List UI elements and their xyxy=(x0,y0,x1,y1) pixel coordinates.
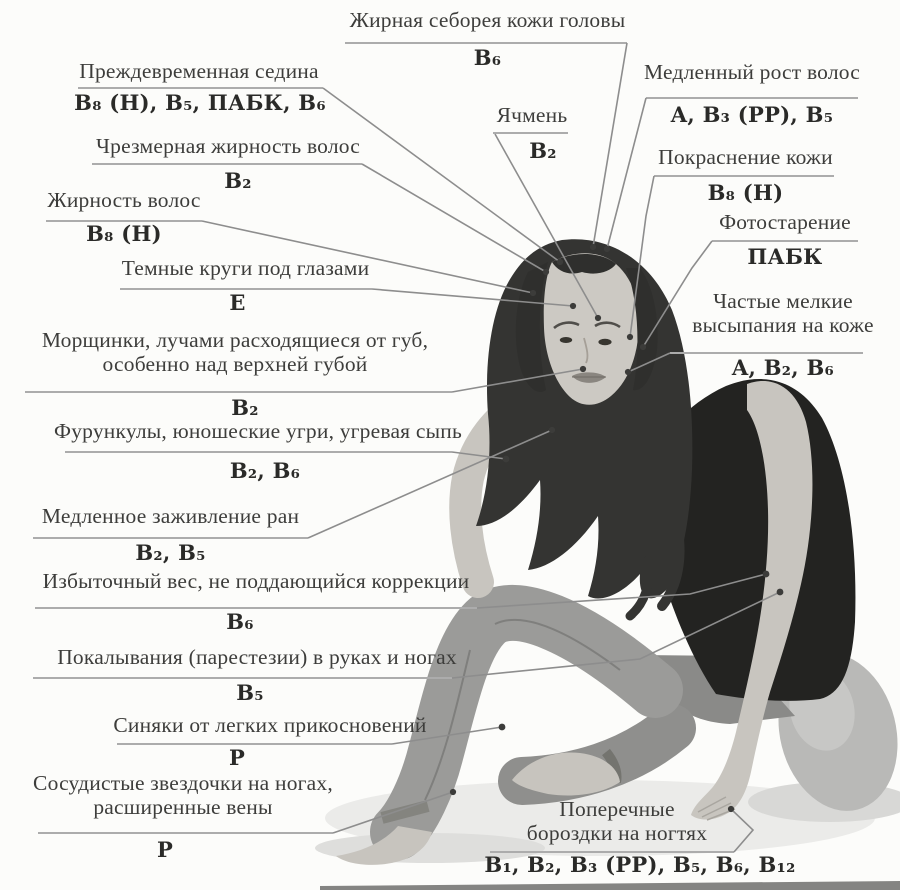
vitamins-excess-weight: B₆ xyxy=(226,609,254,634)
symptom-title-line2: расширенные вены xyxy=(93,795,273,820)
symptom-label-slow-wound-healing: Медленное заживление ран xyxy=(28,504,313,528)
vitamins-skin-redness: B₈ (H) xyxy=(707,180,784,205)
symptom-title: Покраснение кожи xyxy=(658,145,833,169)
symptom-label-paresthesia: Покалывания (парестезии) в руках и ногах xyxy=(28,645,486,669)
symptom-title: Темные круги под глазами xyxy=(121,256,370,280)
anchor-dots xyxy=(449,243,784,813)
symptom-title: Медленное заживление ран xyxy=(41,504,300,528)
symptom-title: Избыточный вес, не поддающийся коррекции xyxy=(42,569,470,593)
symptom-label-slow-hair-growth: Медленный рост волос xyxy=(636,60,868,84)
symptom-title: Частые мелкие xyxy=(713,289,853,313)
vitamins-furuncles-acne: B₂, B₆ xyxy=(229,458,301,483)
vitamins-stye: B₂ xyxy=(529,138,557,163)
figure-foot-center xyxy=(512,752,620,796)
vitamins-lip-wrinkles: B₂ xyxy=(231,395,259,420)
vitamins-dark-under-eye-circles: E xyxy=(229,290,246,315)
symptom-title-line2: высыпания на коже xyxy=(692,313,874,338)
figure-hair-strand-left xyxy=(515,262,548,392)
symptom-title: Сосудистые звездочки на ногах, xyxy=(33,771,333,795)
symptom-label-oily-seborrhea: Жирная себорея кожи головы xyxy=(340,8,635,32)
vitamins-spider-veins: P xyxy=(156,837,174,862)
symptom-label-skin-redness: Покраснение кожи xyxy=(648,145,843,169)
vitamins-photoaging: ПАБК xyxy=(747,244,823,269)
figure-raised-leg xyxy=(370,585,683,860)
figure-brow-right xyxy=(594,321,621,329)
figure-hair-curl1 xyxy=(657,515,685,611)
figure-eye-right xyxy=(598,338,612,346)
symptom-label-easy-bruising: Синяки от легких прикосновений xyxy=(105,713,435,737)
figure-hair-strand-right xyxy=(626,268,658,391)
symptom-label-stye: Ячмень xyxy=(458,103,606,127)
symptom-title-line2: особенно над верхней губой xyxy=(102,352,368,377)
symptom-label-furuncles-acne: Фурункулы, юношеские угри, угревая сыпь xyxy=(43,419,473,443)
vitamins-nail-ridges: B₁, B₂, B₃ (PP), B₅, B₆, B₁₂ xyxy=(484,852,796,877)
symptom-label-photoaging: Фотостарение xyxy=(704,210,866,234)
symptom-title: Фурункулы, юношеские угри, угревая сыпь xyxy=(54,419,462,443)
figure-jeans-cuff xyxy=(380,800,430,824)
vitamins-frequent-skin-rashes: A, B₂, B₆ xyxy=(731,355,835,380)
symptom-label-excessive-hair-oiliness: Чрезмерная жирность волос xyxy=(78,134,378,158)
symptom-title: Синяки от легких прикосновений xyxy=(113,713,427,737)
symptom-label-dark-under-eye-circles: Темные круги под глазами xyxy=(108,256,383,280)
symptom-title: Покалывания (парестезии) в руках и ногах xyxy=(57,645,457,669)
symptom-title: Ячмень xyxy=(496,103,568,127)
figure-right-arm xyxy=(691,381,813,820)
symptom-title: Морщинки, лучами расходящиеся от губ, xyxy=(41,328,429,352)
figure-hair-fringe xyxy=(552,254,616,274)
symptom-label-excess-weight: Избыточный вес, не поддающийся коррекции xyxy=(26,569,486,593)
figure-lips xyxy=(572,372,606,383)
symptom-label-spider-veins: Сосудистые звездочки на ногах,расширенны… xyxy=(22,771,344,820)
label-underlines xyxy=(25,42,863,853)
figure-face xyxy=(543,253,640,405)
symptom-title: Жирность волос xyxy=(47,188,201,212)
scan-edge-strip xyxy=(320,881,900,890)
figure-jeans-crease2 xyxy=(424,649,471,801)
figure-eye-left xyxy=(559,337,573,343)
symptom-title: Медленный рост волос xyxy=(643,60,861,84)
vitamins-easy-bruising: P xyxy=(228,745,246,770)
symptom-title: Преждевременная седина xyxy=(79,59,319,83)
woman-photo xyxy=(315,239,900,890)
symptom-title: Поперечные xyxy=(559,797,675,821)
figure-foot-left xyxy=(336,826,432,865)
vitamins-slow-hair-growth: A, B₃ (PP), B₅ xyxy=(670,102,834,127)
vitamins-paresthesia: B₅ xyxy=(236,680,264,705)
leader-lines xyxy=(201,42,781,853)
figure-jeans-crease1 xyxy=(494,618,621,671)
figure-brow-left xyxy=(553,321,580,330)
symptom-title-line2: бороздки на ногтях xyxy=(526,821,708,846)
vitamins-slow-wound-healing: B₂, B₅ xyxy=(135,540,206,565)
symptom-title: Чрезмерная жирность волос xyxy=(96,134,360,158)
figure-nose xyxy=(583,337,589,364)
symptom-label-premature-gray-hair: Преждевременная седина xyxy=(68,59,330,83)
vitamins-hair-oiliness: B₈ (H) xyxy=(86,221,162,246)
symptom-label-hair-oiliness: Жирность волос xyxy=(34,188,214,212)
symptom-title: Жирная себорея кожи головы xyxy=(349,8,626,32)
figure-hair-curl2 xyxy=(625,555,654,621)
vitamins-excessive-hair-oiliness: B₂ xyxy=(224,168,252,193)
vitamins-premature-gray-hair: B₈ (H), B₅, ПАБК, B₆ xyxy=(74,90,326,115)
symptom-label-lip-wrinkles: Морщинки, лучами расходящиеся от губ,осо… xyxy=(15,328,455,377)
symptom-title: Фотостарение xyxy=(719,210,851,234)
vitamins-oily-seborrhea: B₆ xyxy=(473,45,502,70)
